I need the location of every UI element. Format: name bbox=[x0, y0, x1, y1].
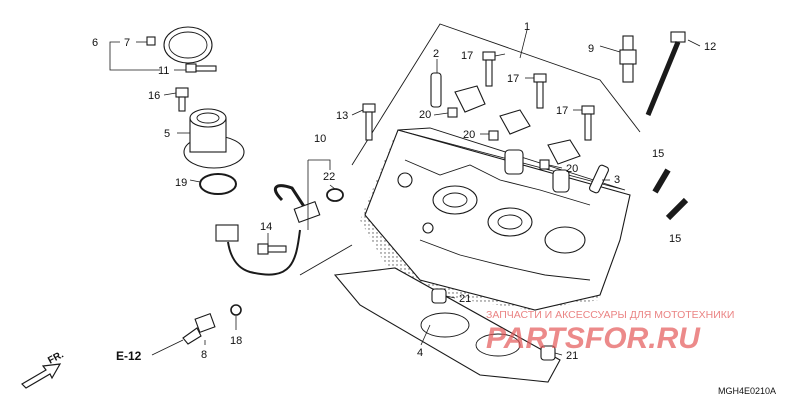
reference-e12: E-12 bbox=[116, 349, 142, 363]
assembly-bracket-lower bbox=[299, 244, 353, 276]
spark-plug bbox=[619, 35, 637, 83]
callout-20a: 20 bbox=[419, 109, 431, 121]
callout-3: 3 bbox=[614, 174, 620, 186]
hose-clamp bbox=[146, 26, 217, 73]
watermark-tagline: ЗАПЧАСТИ И АКСЕССУАРЫ ДЛЯ МОТОТЕХНИКИ bbox=[486, 309, 734, 321]
callout-7: 7 bbox=[124, 37, 130, 49]
callout-12: 12 bbox=[704, 41, 716, 53]
bolt-17a bbox=[482, 51, 496, 87]
callout-15b: 15 bbox=[669, 233, 681, 245]
callout-10: 10 bbox=[314, 133, 326, 145]
pipe-2 bbox=[430, 72, 442, 108]
temp-sensor bbox=[182, 312, 216, 345]
callout-21a: 21 bbox=[459, 293, 471, 305]
head-gasket bbox=[333, 267, 561, 383]
bolt-13 bbox=[362, 103, 376, 141]
dowel-pin-upper bbox=[431, 288, 447, 304]
bolt-17c bbox=[581, 105, 595, 141]
callout-1: 1 bbox=[524, 21, 530, 33]
collar-a bbox=[447, 107, 458, 118]
callout-2: 2 bbox=[433, 48, 439, 60]
callout-20b: 20 bbox=[463, 129, 475, 141]
callout-18: 18 bbox=[230, 335, 242, 347]
bolt-14 bbox=[257, 243, 287, 255]
reference-e12-leader bbox=[151, 339, 184, 356]
callout-19: 19 bbox=[175, 177, 187, 189]
cam-holder-c bbox=[547, 139, 581, 165]
sensor-harness bbox=[215, 184, 321, 276]
long-bolt-12 bbox=[645, 31, 686, 116]
diagram-code: MGH4E0210A bbox=[718, 386, 776, 396]
leader-lines bbox=[109, 29, 701, 356]
callout-17c: 17 bbox=[556, 105, 568, 117]
o-ring bbox=[199, 173, 237, 195]
bolt-17b bbox=[533, 73, 547, 109]
callout-4: 4 bbox=[417, 347, 423, 359]
assembly-bracket-outline bbox=[351, 23, 641, 166]
front-arrow: FR. bbox=[21, 349, 66, 389]
cam-holder-a bbox=[454, 85, 486, 113]
stud-15b bbox=[665, 197, 689, 221]
pipe-3 bbox=[588, 164, 610, 194]
callout-numbers: 1 2 3 4 5 6 7 8 9 10 11 12 13 14 15 15 1… bbox=[92, 21, 716, 362]
watermark-logo: PARTSFOR.RU bbox=[486, 322, 701, 355]
washer-18 bbox=[230, 304, 242, 316]
front-arrow-label: FR. bbox=[46, 349, 66, 366]
washer-22 bbox=[326, 188, 344, 202]
callout-15a: 15 bbox=[652, 148, 664, 160]
intake-insulator bbox=[183, 108, 245, 169]
callout-9: 9 bbox=[588, 43, 594, 55]
callout-14: 14 bbox=[260, 221, 272, 233]
callout-17b: 17 bbox=[507, 73, 519, 85]
callout-17a: 17 bbox=[461, 50, 473, 62]
callout-20c: 20 bbox=[566, 163, 578, 175]
callout-6: 6 bbox=[92, 37, 98, 49]
collar-b bbox=[488, 130, 499, 141]
callout-22: 22 bbox=[323, 171, 335, 183]
bolt-16 bbox=[175, 87, 189, 112]
callout-11: 11 bbox=[158, 65, 169, 77]
cam-holder-b bbox=[499, 109, 531, 135]
callout-16: 16 bbox=[148, 90, 160, 102]
callout-21b: 21 bbox=[566, 350, 578, 362]
callout-8: 8 bbox=[201, 349, 207, 361]
stud-15a bbox=[652, 168, 671, 194]
collar-c bbox=[539, 159, 550, 170]
cylinder-head bbox=[360, 127, 631, 311]
callout-13: 13 bbox=[336, 110, 348, 122]
callout-5: 5 bbox=[164, 128, 170, 140]
